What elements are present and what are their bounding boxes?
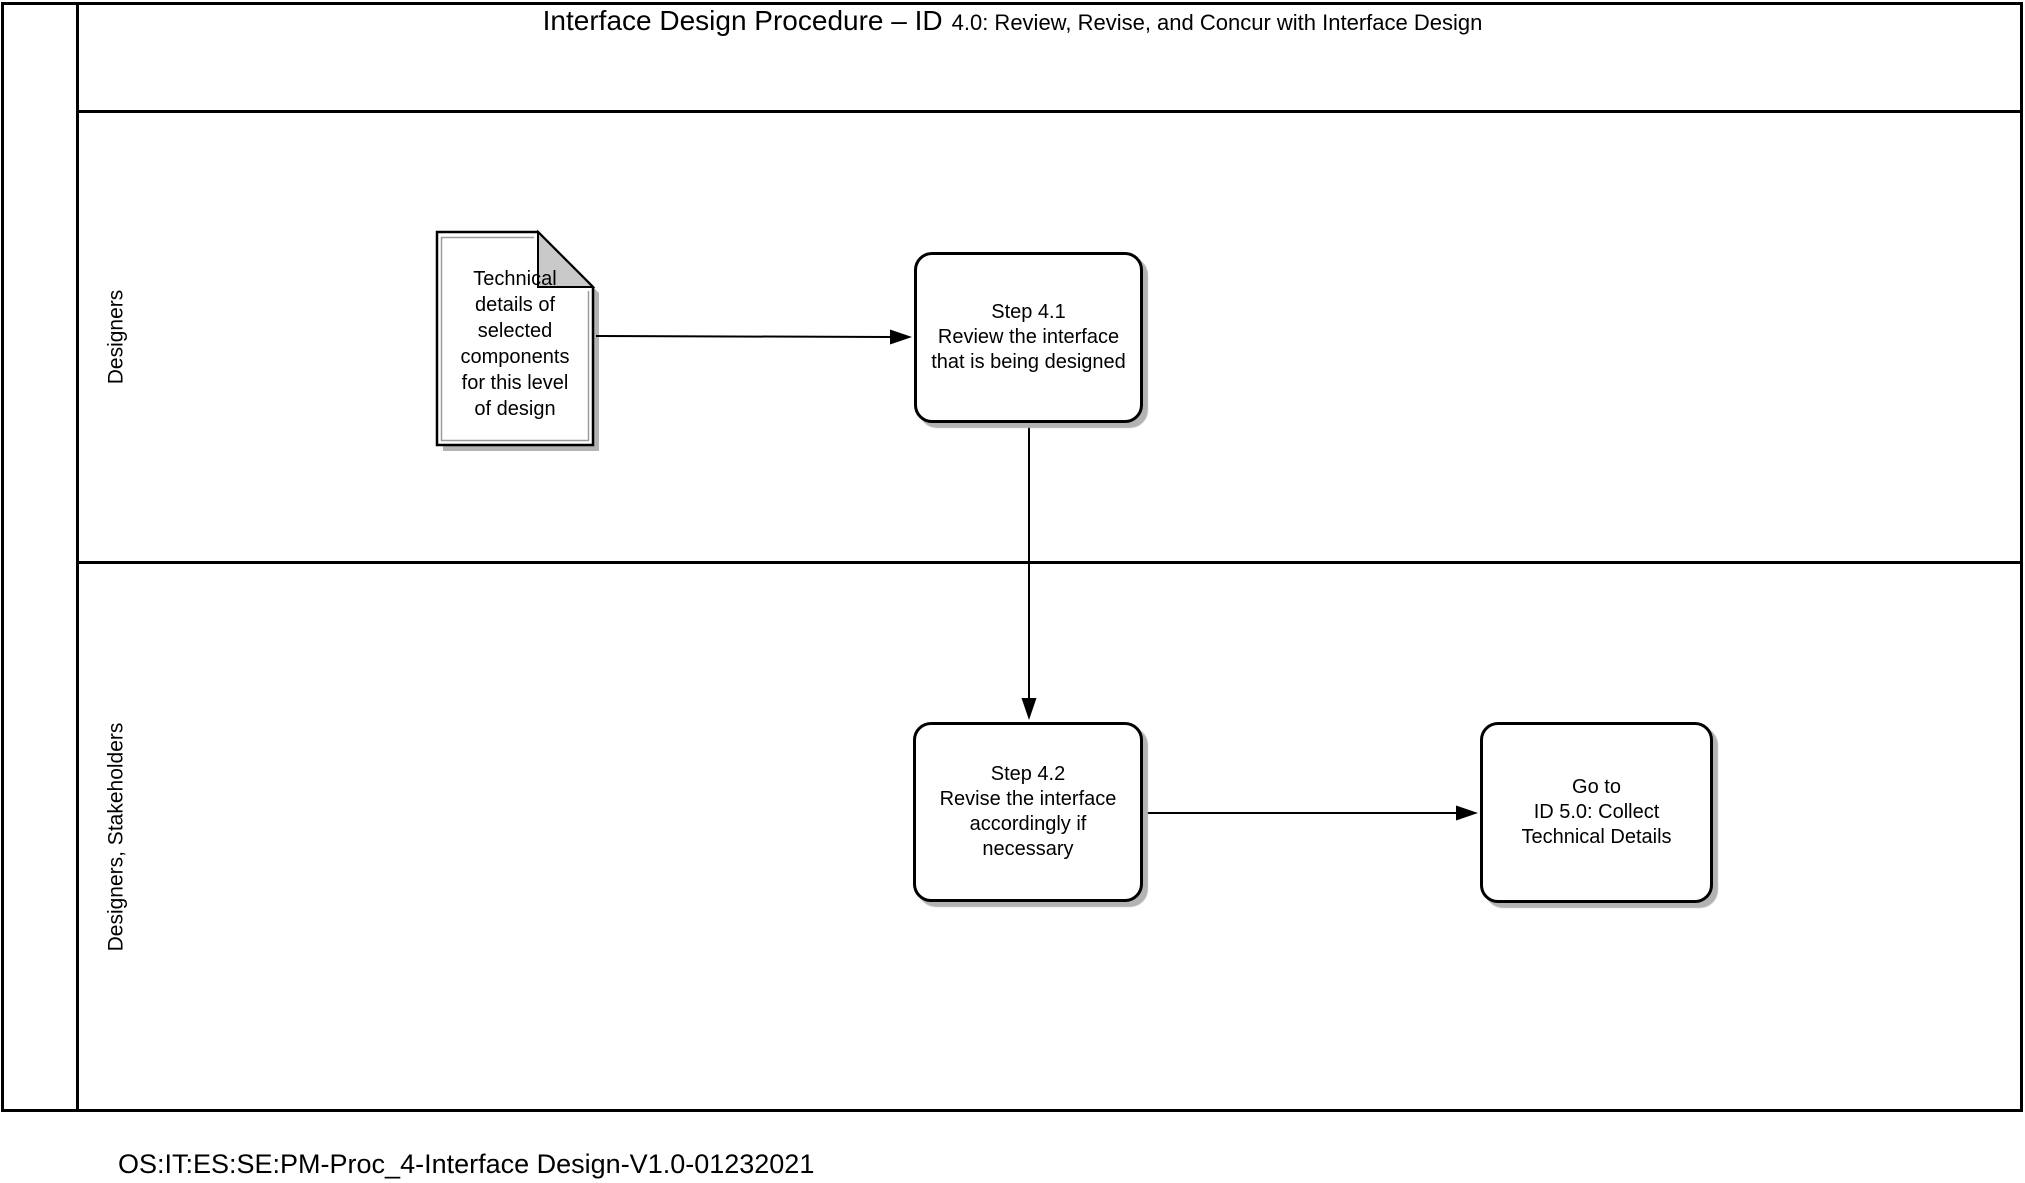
goto-id-5-0-label: Go to ID 5.0: Collect Technical Details [1521,776,1672,848]
goto-id-5-0-box: Go to ID 5.0: Collect Technical Details [1480,722,1713,903]
diagram-title-sub: 4.0: Review, Revise, and Concur with Int… [951,10,1483,35]
step-4-2-label: Step 4.2 Revise the interface accordingl… [939,763,1117,860]
step-4-1-box: Step 4.1 Review the interface that is be… [914,252,1143,423]
diagram-title: Interface Design Procedure – ID 4.0: Rev… [4,5,2021,109]
document-id-text: OS:IT:ES:SE:PM-Proc_4-Interface Design-V… [118,1149,815,1179]
diagram-border [1,2,2023,1112]
diagram-title-main: Interface Design Procedure – ID [542,5,943,36]
step-4-1-label: Step 4.1 Review the interface that is be… [931,301,1126,373]
title-band-divider [76,110,2023,113]
document-node-label: Technical details of selected components… [460,268,570,420]
lane-label-column-divider [76,2,79,1112]
lane-divider [76,561,2023,564]
lane-label-designers-stakeholders: Designers, Stakeholders [104,722,128,952]
step-4-2-box: Step 4.2 Revise the interface accordingl… [913,722,1143,902]
lane-label-designers: Designers [104,289,128,385]
